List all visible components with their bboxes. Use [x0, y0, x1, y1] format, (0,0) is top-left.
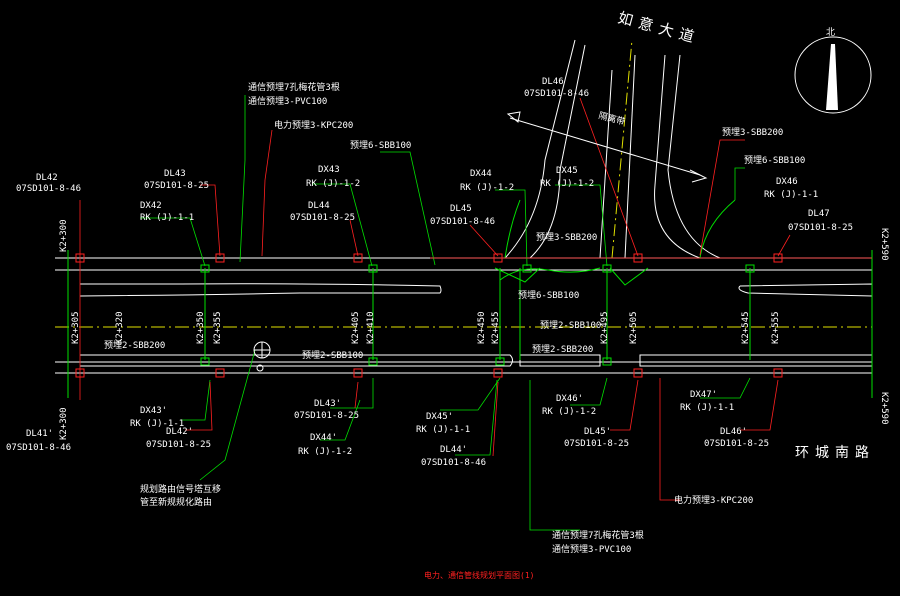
dl42-code: 07SD101-8-46	[16, 184, 81, 194]
dl47-code: 07SD101-8-25	[788, 223, 853, 233]
dx44p-code: RK (J)-1-2	[298, 447, 352, 457]
station-k2455: K2+455	[491, 311, 501, 344]
dl44p-label: DL44'	[440, 445, 467, 455]
tel7b-a: 通信预埋7孔梅花管3根	[552, 529, 644, 541]
dx43p-code: RK (J)-1-1	[130, 419, 184, 429]
drawing-title: 电力、通信管线规划平面图(1)	[424, 570, 534, 580]
median-label: 隔离带	[597, 109, 626, 128]
dx42-code: RK (J)-1-1	[140, 213, 194, 223]
dl43-label: DL43	[164, 169, 186, 179]
dx44-code: RK (J)-1-2	[460, 183, 514, 193]
dl43-code: 07SD101-8-25	[144, 181, 209, 191]
dx43p-label: DX43'	[140, 406, 167, 416]
dl43p-label: DL43'	[314, 399, 341, 409]
station-k2505: K2+505	[629, 311, 639, 344]
dl45-code: 07SD101-8-46	[430, 217, 495, 227]
north-label: 北	[826, 27, 835, 38]
pre6b-label: 预埋6-SBB100	[518, 290, 579, 301]
dx45-code: RK (J)-1-2	[540, 179, 594, 189]
dl41p-label: DL41'	[26, 429, 53, 439]
dl44-code: 07SD101-8-25	[290, 213, 355, 223]
dl42-label: DL42	[36, 173, 58, 183]
dl45p-code: 07SD101-8-25	[564, 439, 629, 449]
station-k2495: K2+495	[600, 311, 610, 344]
station-k2305: K2+305	[71, 311, 81, 344]
telecom-conduits	[67, 199, 873, 398]
tel7-b: 通信预埋3-PVC100	[248, 95, 327, 107]
dx47p-code: RK (J)-1-1	[680, 403, 734, 413]
station-k2405: K2+405	[351, 311, 361, 344]
dx44p-label: DX44'	[310, 433, 337, 443]
station-labels: K2+300 K2+300 K2+305 K2+320 K2+350 K2+35…	[59, 219, 889, 440]
dx44-label: DX44	[470, 169, 492, 179]
pwr3b-label: 电力预埋3-KPC200	[674, 494, 753, 506]
dl46-code: 07SD101-8-46	[524, 89, 589, 99]
pre2a-label: 预埋2-SBB200	[104, 340, 165, 351]
dx46p-label: DX46'	[556, 394, 583, 404]
pre2b-label: 预埋2-SBB100	[302, 350, 363, 361]
dx45p-label: DX45'	[426, 412, 453, 422]
station-k2300-bot: K2+300	[59, 407, 69, 440]
dx46p-code: RK (J)-1-2	[542, 407, 596, 417]
dx43-label: DX43	[318, 165, 340, 175]
pre6a-label: 预埋6-SBB100	[350, 140, 411, 151]
note-b: 管至新规规化路由	[140, 496, 212, 508]
power-leaders	[79, 97, 872, 501]
pwr3-top: 电力预埋3-KPC200	[274, 119, 353, 131]
dim-arrows	[506, 111, 708, 183]
labels: 如意大道 环城南路 隔离带 DL42 07SD101-8-46 DL41' 07…	[6, 8, 875, 580]
dl43p-code: 07SD101-8-25	[294, 411, 359, 421]
pre6c-label: 预埋6-SBB100	[744, 155, 805, 166]
dx43-code: RK (J)-1-2	[306, 179, 360, 189]
station-k2355: K2+355	[213, 311, 223, 344]
station-k2590-top: K2+590	[879, 228, 889, 261]
dl45-label: DL45	[450, 204, 472, 214]
dl41p-code: 07SD101-8-46	[6, 443, 71, 453]
manholes	[75, 253, 783, 378]
dx45p-code: RK (J)-1-1	[416, 425, 470, 435]
dl46p-code: 07SD101-8-25	[704, 439, 769, 449]
station-k2590-bot: K2+590	[879, 392, 889, 425]
dx47p-label: DX47'	[690, 390, 717, 400]
dx45-label: DX45	[556, 166, 578, 176]
station-k2320: K2+320	[115, 311, 125, 344]
north-arrow: 北	[794, 27, 872, 114]
dl45p-label: DL45'	[584, 427, 611, 437]
dl44-label: DL44	[308, 201, 330, 211]
dl44p-code: 07SD101-8-46	[421, 458, 486, 468]
station-k2350: K2+350	[196, 311, 206, 344]
dl47-label: DL47	[808, 209, 830, 219]
station-k2555: K2+555	[771, 311, 781, 344]
dl42p-label: DL42'	[166, 427, 193, 437]
dx46-label: DX46	[776, 177, 798, 187]
pre3a-label: 预埋3-SBB200	[536, 232, 597, 243]
dx42-label: DX42	[140, 201, 162, 211]
note-a: 规划路由信号塔互移	[140, 483, 221, 495]
leader-lines	[140, 95, 751, 531]
dl42p-code: 07SD101-8-25	[146, 440, 211, 450]
pre2c-label: 预埋2-SBB100	[540, 320, 601, 331]
station-k2545: K2+545	[741, 311, 751, 344]
station-k2410: K2+410	[366, 311, 376, 344]
dl46p-label: DL46'	[720, 427, 747, 437]
station-k2450: K2+450	[477, 311, 487, 344]
dl46-label: DL46	[542, 77, 564, 87]
road-name-top: 如意大道	[616, 8, 702, 47]
road-edges	[55, 39, 873, 374]
road-name-right: 环城南路	[795, 445, 875, 461]
tel7b-b: 通信预埋3-PVC100	[552, 543, 631, 555]
station-k2300-top: K2+300	[59, 219, 69, 252]
pre2d-label: 预埋2-SBB200	[532, 344, 593, 355]
side-center-line	[611, 39, 633, 259]
tel7-a: 通信预埋7孔梅花管3根	[248, 81, 340, 93]
pre3b-label: 预埋3-SBB200	[722, 127, 783, 138]
dx46-code: RK (J)-1-1	[764, 190, 818, 200]
